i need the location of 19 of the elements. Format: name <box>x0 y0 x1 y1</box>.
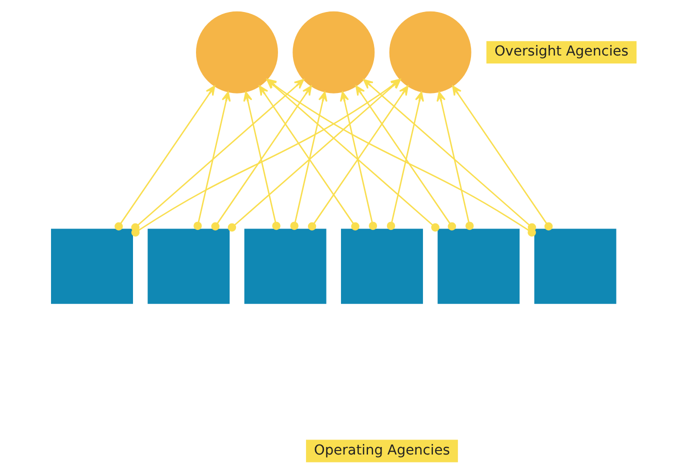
arrow <box>258 85 359 231</box>
label: Oversight Agencies <box>494 44 628 60</box>
arrow <box>242 91 280 230</box>
node-box <box>340 228 422 304</box>
arrow <box>193 91 230 230</box>
arrow <box>436 91 474 230</box>
arrow <box>290 91 327 230</box>
arrow <box>210 85 312 231</box>
arrow <box>452 85 552 231</box>
arrow <box>386 91 424 230</box>
arrow <box>307 85 408 231</box>
node-box <box>244 228 326 304</box>
arrow <box>354 85 456 231</box>
arrow <box>339 91 377 230</box>
node-box <box>147 228 230 304</box>
node-box <box>437 228 520 304</box>
label: Operating Agencies <box>314 442 450 458</box>
node-box <box>534 228 616 304</box>
node-box <box>50 228 132 304</box>
